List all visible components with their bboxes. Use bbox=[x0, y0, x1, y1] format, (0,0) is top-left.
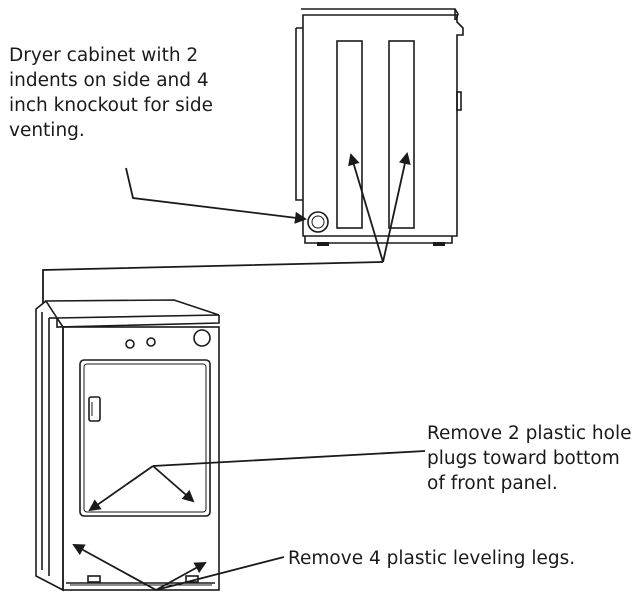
leader-indent-right bbox=[382, 152, 411, 263]
leader-plugs bbox=[152, 450, 426, 467]
control-knob-1 bbox=[125, 339, 135, 349]
front-panel bbox=[62, 326, 220, 591]
dryer-side-view bbox=[295, 8, 464, 246]
leader-knockout bbox=[125, 167, 307, 224]
callout-dryer-cabinet: Dryer cabinet with 2 indents on side and… bbox=[9, 45, 214, 141]
door-handle bbox=[88, 396, 101, 422]
control-knob-2 bbox=[146, 337, 156, 347]
leader-plug-left bbox=[88, 465, 154, 512]
timer-dial bbox=[193, 329, 211, 347]
side-indent-right bbox=[388, 40, 415, 229]
callout-leveling-legs: Remove 4 plastic leveling legs. bbox=[288, 548, 576, 569]
dryer-front-view bbox=[35, 299, 220, 592]
leader-lines bbox=[42, 152, 426, 591]
leader-indent-left bbox=[348, 153, 384, 263]
dryer-door bbox=[79, 359, 211, 517]
front-view-side bbox=[35, 300, 64, 592]
vent-knockout bbox=[307, 211, 329, 233]
callout-hole-plugs: Remove 2 plastic hole plugs toward botto… bbox=[427, 423, 632, 494]
side-view-body bbox=[302, 14, 464, 237]
side-indent-left bbox=[336, 40, 363, 229]
leader-leg-right bbox=[155, 562, 207, 591]
leader-legs bbox=[155, 556, 285, 591]
leader-leg-left bbox=[72, 544, 157, 591]
side-view-base bbox=[304, 236, 453, 244]
front-view-top bbox=[44, 299, 220, 319]
leader-plug-right bbox=[152, 465, 195, 503]
connector-line bbox=[42, 261, 384, 303]
